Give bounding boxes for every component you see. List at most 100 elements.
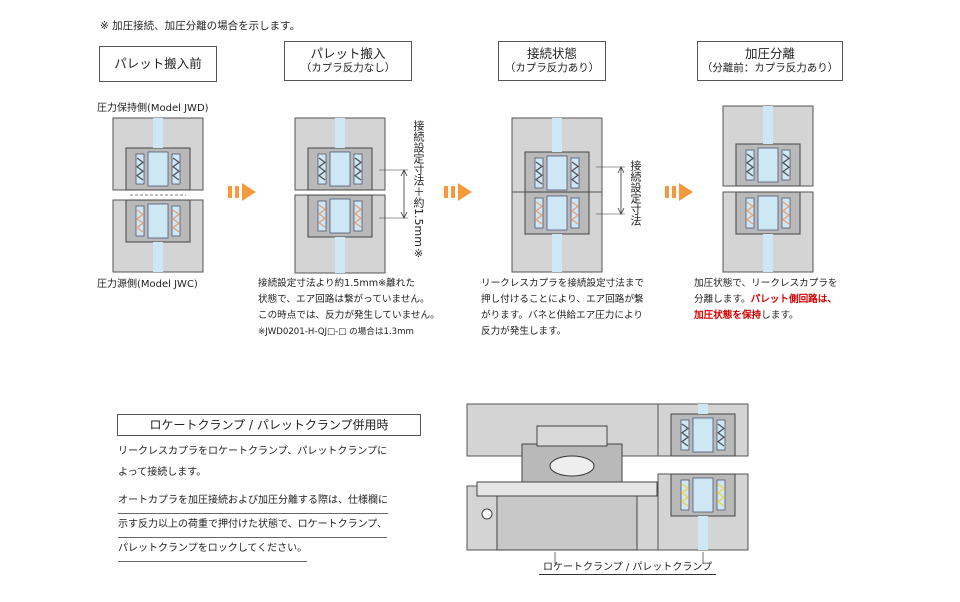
step-3-top-coupler-channel [546,155,568,191]
header-note: ※ 加圧接続、加圧分離の場合を示します。 [100,20,301,32]
step-1-top-coupler [112,117,204,191]
step-4-bottom-coupler-supply-line [763,234,773,272]
step-1-title-box: パレット搬入前 [99,46,217,82]
step-4-note-highlight: パレット側回路は、 [750,294,837,305]
step-4-note: 加圧状態で、リークレスカプラを 分離します。パレット側回路は、 加圧状態を保持し… [694,276,838,324]
combo-description: リークレスカプラをロケートクランプ、パレットクランプに よって接続します。 [118,441,387,483]
step-2-subtitle: （カプラ反力なし） [300,62,396,74]
step-1-bottom-coupler [112,199,204,273]
step-2-note-line: 接続設定寸法より約1.5mm※離れた [258,278,415,289]
arrow-icon [665,183,693,201]
step-4-title-box: 加圧分離 （分離前：カプラ反力あり） [697,41,843,81]
step-2-top-coupler-channel [329,151,351,187]
step-2-bottom-coupler-supply-line [335,237,345,273]
step-3-bottom-coupler-spring-right [570,201,580,225]
step-4-note-highlight: 加圧状態を保持 [694,310,762,321]
dimension-label-step-2: 接続設定寸法＋約1.5mm※ [412,120,425,260]
step-4-note-line: 加圧状態で、リークレスカプラを [694,278,838,289]
step-3-title-box: 接続状態 （カプラ反力あり） [498,41,606,81]
step-4-top-coupler-supply-line [763,106,773,144]
combo-caution: オートカプラを加圧接続および加圧分離する際は、仕様欄に 示す反力以上の荷重で押付… [118,490,388,562]
step-4-title: 加圧分離 [744,46,795,61]
pressure-hold-side-label: 圧力保持側(Model JWD) [97,103,209,114]
step-3-bottom-coupler-channel [546,195,568,231]
step-1-bottom-coupler-supply-line [153,242,163,272]
step-2-top-coupler [294,117,386,191]
step-4-top-coupler-channel [757,147,779,183]
dimension-label-step-3: 接続設定寸法 [629,160,642,226]
combo-top-coupler-spring-left [680,423,690,447]
step-4-bottom-coupler [722,191,814,273]
pressure-source-side-label: 圧力源側(Model JWC) [97,279,198,290]
step-3-note-line: がります。バネと供給エア圧力により [481,310,643,321]
combo-caution-line: 示す反力以上の荷重で押付けた状態で、ロケートクランプ、 [118,514,387,538]
step-4-subtitle: （分離前：カプラ反力あり） [701,62,839,74]
combo-top-coupler-channel [692,417,714,453]
step-2-note: 接続設定寸法より約1.5mm※離れた 状態で、エア回路は繋がっていません。 この… [258,276,440,340]
step-3-subtitle: （カプラ反力あり） [504,62,600,74]
combo-title-box: ロケートクランプ / パレットクランプ併用時 [117,414,421,436]
arrow-icon [444,183,472,201]
step-2-note-line: 状態で、エア回路は繋がっていません。 [258,294,430,305]
clamp-assembly-figure [466,403,749,564]
combo-bottom-coupler-spring-right [716,483,726,507]
step-3-bottom-coupler-supply-line [552,234,562,272]
step-4-top-coupler [722,105,814,187]
step-2-bottom-coupler [294,194,386,274]
combo-top-coupler [657,403,749,457]
step-4-note-text: 分離します。 [694,294,751,305]
step-1-top-coupler-supply-line [153,118,163,148]
step-3-bottom-coupler [511,191,603,273]
step-3-note-line: 押し付けることにより、エア回路が繋 [481,294,644,305]
combo-top-coupler-spring-right [716,423,726,447]
step-3-note: リークレスカプラを接続設定寸法まで 押し付けることにより、エア回路が繋 がります… [481,276,644,340]
clamp-pin [481,508,493,520]
step-1-title: パレット搬入前 [114,56,202,71]
step-3-note-line: 反力が発生します。 [481,326,567,337]
step-2-top-coupler-spring-right [353,157,363,181]
arrow-icon [228,183,256,201]
combo-top-coupler-supply-line [698,404,708,414]
combo-caution-line: パレットクランプをロックしてください。 [118,538,308,562]
step-3-title: 接続状態 [526,46,577,61]
step-4-note-text: します。 [761,310,799,321]
step-2-footnote: ※JWD0201-H-QJ□-□ の場合は1.3mm [258,327,414,337]
step-2-bottom-coupler-channel [329,198,351,234]
clamp-ball [549,455,595,477]
combo-bottom-coupler-supply-line [698,516,708,550]
step-2-title-box: パレット搬入 （カプラ反力なし） [284,41,412,81]
clamp-cap [536,425,608,447]
combo-line: よって接続します。 [118,467,207,478]
step-1-bottom-coupler-spring-left [135,209,145,233]
step-2-top-coupler-spring-left [317,157,327,181]
step-3-top-coupler-spring-left [534,161,544,185]
step-3-top-coupler [511,117,603,195]
step-4-top-coupler-spring-left [745,153,755,177]
step-1-top-coupler-spring-right [171,157,181,181]
step-2-bottom-coupler-spring-right [353,204,363,228]
step-3-bottom-coupler-spring-left [534,201,544,225]
step-2-note-line: この時点では、反力が発生していません。 [258,310,440,321]
combo-bottom-coupler-channel [692,477,714,513]
step-1-top-coupler-spring-left [135,157,145,181]
step-3-top-coupler-supply-line [552,118,562,152]
combo-title: ロケートクランプ / パレットクランプ併用時 [149,418,389,432]
step-2-title: パレット搬入 [310,46,386,61]
step-4-bottom-coupler-spring-right [781,201,791,225]
combo-bottom-coupler-spring-left [680,483,690,507]
clamp-flange [476,481,658,497]
step-1-bottom-coupler-spring-right [171,209,181,233]
step-3-note-line: リークレスカプラを接続設定寸法まで [481,278,645,289]
combo-caution-line: オートカプラを加圧接続および加圧分離する際は、仕様欄に [118,490,388,514]
combo-line: リークレスカプラをロケートクランプ、パレットクランプに [118,446,388,457]
step-4-bottom-coupler-spring-left [745,201,755,225]
clamp-figure-label: ロケートクランプ / パレットクランプ [539,558,717,575]
combo-bottom-coupler [657,473,749,551]
step-1-top-coupler-channel [147,151,169,187]
step-4-top-coupler-spring-right [781,153,791,177]
clamp-body [496,495,638,551]
step-3-top-coupler-spring-right [570,161,580,185]
step-4-bottom-coupler-channel [757,195,779,231]
step-2-top-coupler-supply-line [335,118,345,148]
